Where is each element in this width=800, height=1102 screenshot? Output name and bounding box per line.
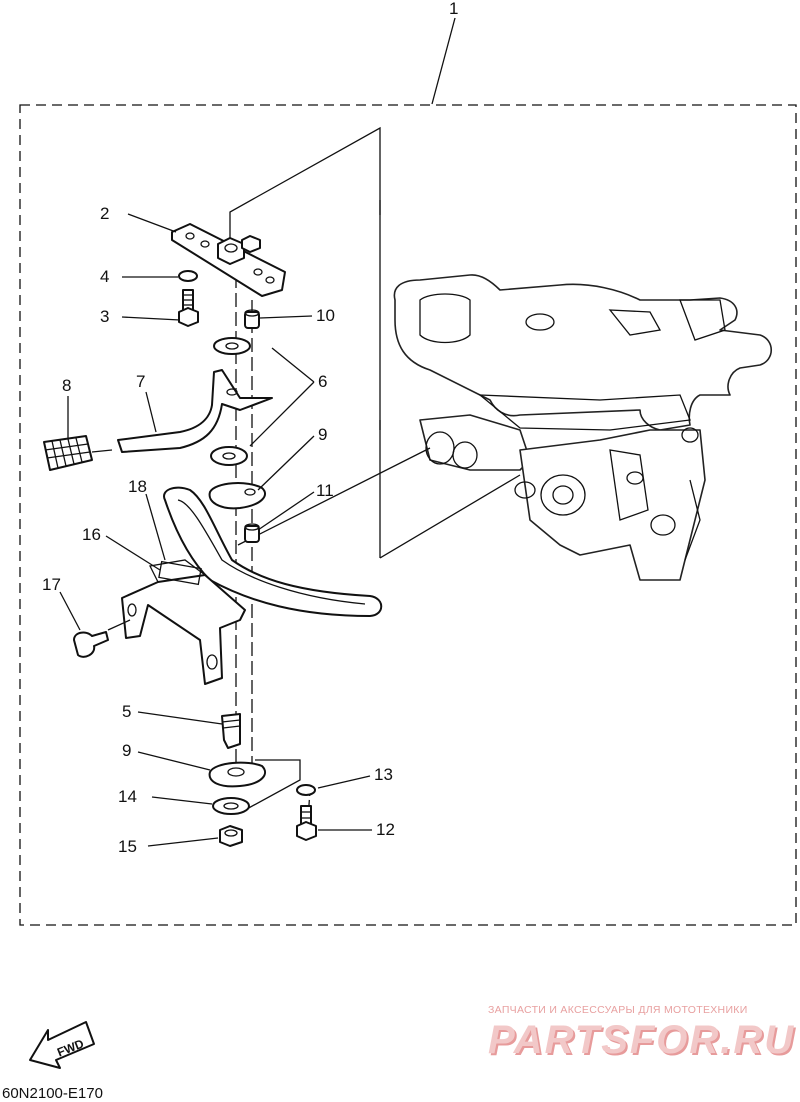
part-9-plate-upper <box>208 482 267 510</box>
part-14-washer <box>212 797 250 815</box>
drawing-code: 60N2100-E170 <box>2 1085 103 1102</box>
part-7-lever <box>117 369 273 453</box>
part-4-washer <box>178 270 198 282</box>
part-5-shaft <box>221 713 241 749</box>
part-6-washer-bottom <box>210 446 248 466</box>
engine-bracket-background <box>393 274 773 581</box>
assembly-leader: 1 <box>431 0 458 105</box>
callout-11: 11 <box>316 481 334 500</box>
part-15-nut <box>219 825 243 847</box>
part-6-washer-top <box>213 337 251 355</box>
part-11-collar <box>244 523 260 543</box>
callout-8: 8 <box>62 376 71 395</box>
part-3-screw <box>178 289 199 327</box>
watermark-brand: PARTSFOR.RU <box>488 1018 796 1062</box>
part-8-grip <box>43 435 113 471</box>
callout-18: 18 <box>128 477 147 496</box>
fwd-arrow-icon: FWD <box>29 1021 95 1069</box>
callout-leaders <box>59 213 372 847</box>
callout-7: 7 <box>136 372 145 391</box>
part-12-screw <box>296 805 317 841</box>
callout-16: 16 <box>82 525 101 544</box>
part-9-plate-lower <box>208 761 267 788</box>
callout-4: 4 <box>100 267 109 286</box>
part-13-washer <box>296 784 316 796</box>
callout-5: 5 <box>122 702 131 721</box>
callout-3: 3 <box>100 307 109 326</box>
assembly-frame <box>19 104 797 926</box>
part-2-plate <box>171 223 286 297</box>
callout-9-lower: 9 <box>122 741 131 760</box>
part-17-bolt <box>73 631 109 658</box>
callout-10: 10 <box>316 306 335 325</box>
callout-17: 17 <box>42 575 61 594</box>
watermark-tagline: ЗАПЧАСТИ И АКСЕССУАРЫ ДЛЯ МОТОТЕХНИКИ <box>488 1004 748 1016</box>
callout-14: 14 <box>118 787 137 806</box>
callout-labels: 2 4 3 10 6 7 8 9 11 18 16 17 5 9 13 14 1… <box>42 204 395 856</box>
callout-1: 1 <box>449 0 458 18</box>
callout-9-upper: 9 <box>318 425 327 444</box>
part-10-collar <box>244 309 260 329</box>
assembly-lines <box>229 126 521 821</box>
callout-2: 2 <box>100 204 109 223</box>
callout-13: 13 <box>374 765 393 784</box>
callout-12: 12 <box>376 820 395 839</box>
callout-15: 15 <box>118 837 137 856</box>
part-16-bracket <box>107 559 246 685</box>
callout-6: 6 <box>318 372 327 391</box>
